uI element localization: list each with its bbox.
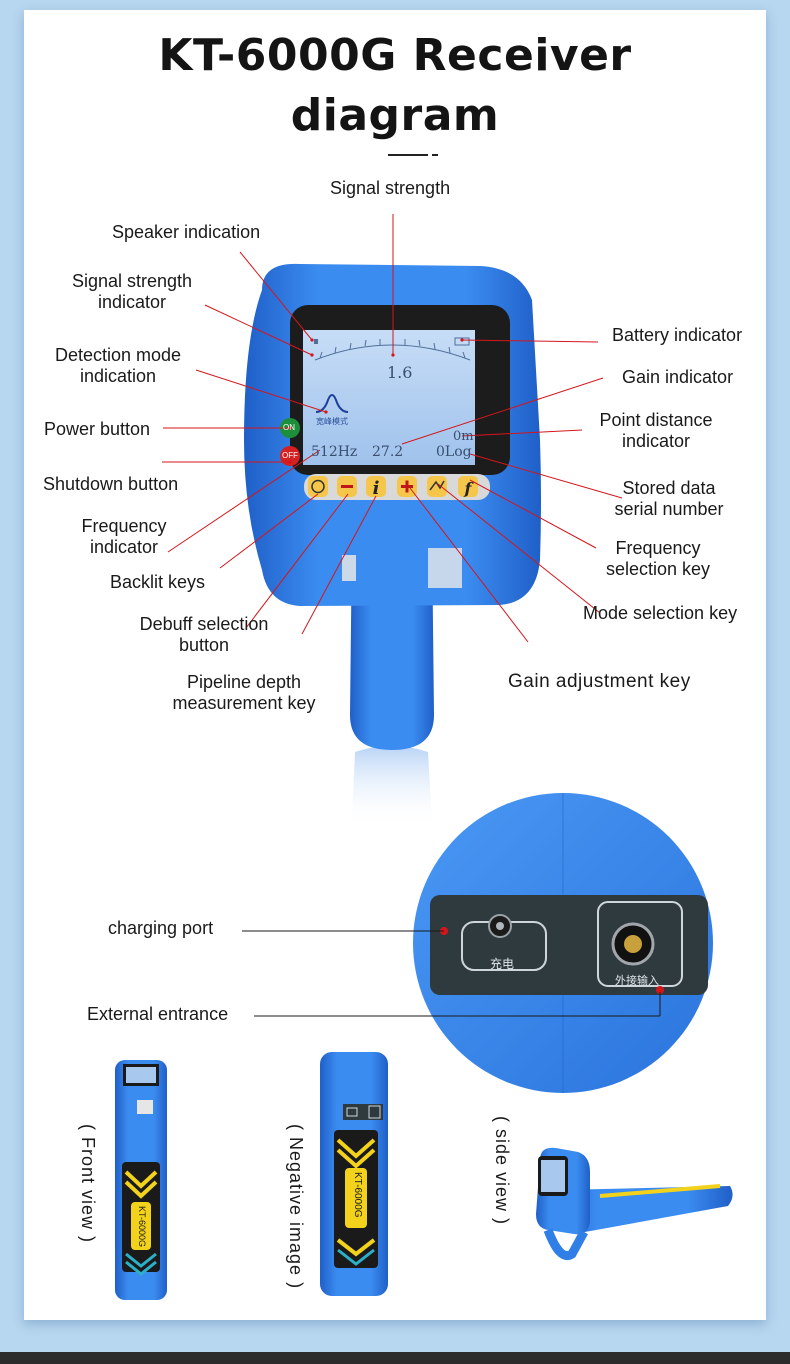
label-frequency-selection-line-1: Frequency bbox=[615, 538, 701, 558]
page-title-line-2: diagram bbox=[290, 90, 500, 141]
caption-side-view: ( side view ) bbox=[492, 1116, 512, 1226]
label-debuff-selection: Debuff selection button bbox=[130, 614, 278, 656]
lcd-signal-value: 1.6 bbox=[387, 363, 413, 382]
caption-front-view: ( Front view ) bbox=[78, 1124, 98, 1244]
label-speaker-indication: Speaker indication bbox=[112, 222, 261, 242]
label-external-entrance: External entrance bbox=[87, 1004, 229, 1024]
lcd-mode-text: 宽峰模式 bbox=[316, 417, 348, 426]
label-frequency-indicator: Frequency indicator bbox=[72, 516, 176, 558]
label-frequency-indicator-line-2: indicator bbox=[89, 537, 159, 557]
label-signal-strength-indicator-line-2: indicator bbox=[97, 292, 167, 312]
label-charging-port: charging port bbox=[108, 918, 214, 938]
label-pipeline-depth: Pipeline depth measurement key bbox=[160, 672, 328, 714]
front-model-label: KT-6000G bbox=[137, 1206, 147, 1248]
label-stored-data-line-2: serial number bbox=[614, 499, 724, 519]
power-on-label: ON bbox=[283, 423, 295, 432]
label-stored-data-line-1: Stored data bbox=[622, 478, 716, 498]
label-point-distance: Point distance indicator bbox=[590, 410, 722, 452]
receiver-device: i f bbox=[244, 263, 541, 828]
label-debuff-selection-line-2: button bbox=[178, 635, 230, 655]
label-point-distance-line-2: indicator bbox=[621, 431, 691, 451]
caption-negative-image: ( Negative image ) bbox=[286, 1124, 306, 1290]
label-battery-indicator: Battery indicator bbox=[612, 325, 743, 345]
bottom-frame-bar bbox=[0, 1352, 790, 1364]
svg-text:f: f bbox=[464, 479, 475, 498]
label-signal-strength: Signal strength bbox=[330, 178, 451, 198]
external-port-label: 外接输入 bbox=[615, 975, 659, 987]
negative-model-label: KT-6000G bbox=[352, 1172, 363, 1218]
power-off-label: OFF bbox=[282, 451, 298, 460]
svg-text:i: i bbox=[373, 478, 380, 499]
label-mode-selection-key: Mode selection key bbox=[583, 603, 738, 623]
label-stored-data: Stored data serial number bbox=[602, 478, 736, 520]
label-backlit-keys: Backlit keys bbox=[110, 572, 206, 592]
front-view-device bbox=[115, 1060, 167, 1300]
lcd-frequency: 512Hz bbox=[311, 444, 358, 460]
port-zoom bbox=[413, 793, 713, 1093]
lcd-log: 0Log bbox=[436, 444, 472, 460]
label-pipeline-depth-line-1: Pipeline depth bbox=[186, 672, 302, 692]
negative-view-device bbox=[320, 1052, 388, 1296]
port-callout-lines bbox=[242, 930, 661, 1017]
keypad: i f bbox=[308, 476, 478, 499]
label-frequency-selection: Frequency selection key bbox=[596, 538, 720, 580]
label-detection-mode: Detection mode indication bbox=[44, 345, 192, 387]
lcd-gain: 27.2 bbox=[372, 444, 404, 460]
lcd-distance: 0m bbox=[453, 429, 474, 444]
label-detection-mode-line-1: Detection mode bbox=[54, 345, 182, 365]
label-power-button: Power button bbox=[44, 419, 151, 439]
callout-lines bbox=[162, 214, 623, 643]
title-divider-dot bbox=[432, 154, 438, 156]
label-frequency-indicator-line-1: Frequency bbox=[81, 516, 167, 536]
label-debuff-selection-line-1: Debuff selection bbox=[139, 614, 269, 634]
title-divider bbox=[388, 154, 428, 156]
label-gain-adjustment-key: Gain adjustment key bbox=[508, 671, 691, 692]
label-pipeline-depth-line-2: measurement key bbox=[172, 693, 316, 713]
label-frequency-selection-line-2: selection key bbox=[605, 559, 711, 579]
side-view-device bbox=[536, 1147, 733, 1260]
label-gain-indicator: Gain indicator bbox=[622, 367, 734, 387]
label-detection-mode-line-2: indication bbox=[79, 366, 157, 386]
charge-port-label: 充电 bbox=[490, 957, 515, 971]
page-title-line-1: KT-6000G Receiver bbox=[158, 30, 632, 81]
label-signal-strength-indicator-line-1: Signal strength bbox=[71, 271, 193, 291]
label-shutdown-button: Shutdown button bbox=[43, 474, 179, 494]
label-signal-strength-indicator: Signal strength indicator bbox=[62, 271, 202, 313]
label-point-distance-line-1: Point distance bbox=[599, 410, 713, 430]
